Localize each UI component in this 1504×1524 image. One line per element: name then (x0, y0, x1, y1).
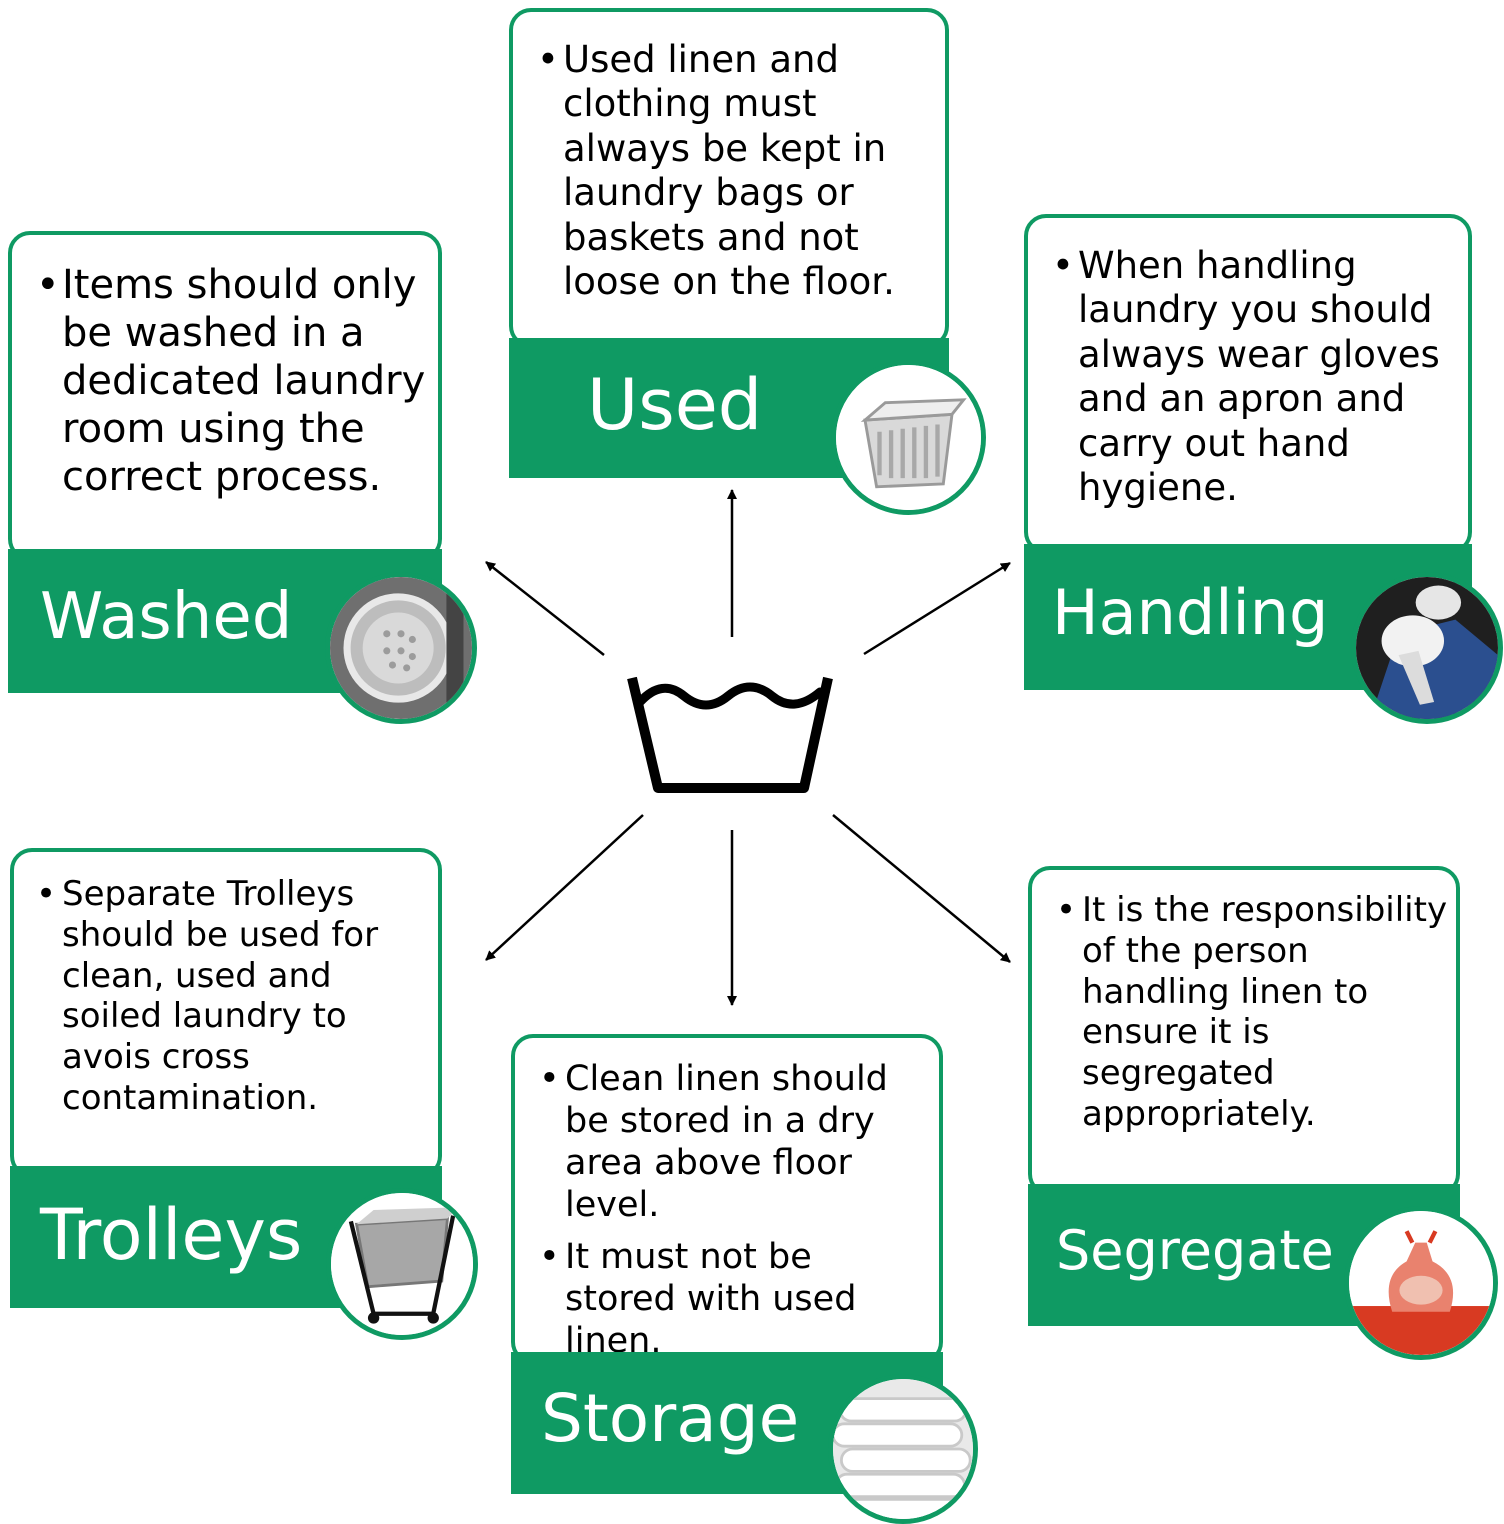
arrow-to-segregate (832, 814, 1011, 963)
card-handling-bullet: When handling laundry you should always … (1042, 244, 1458, 510)
folded-towels-icon (828, 1374, 978, 1524)
card-washed-title: Washed (40, 580, 293, 654)
card-storage-bullet-2: It must not be stored with used linen. (529, 1236, 931, 1362)
arrow-to-handling (863, 561, 1011, 656)
card-washed: Items should only be washed in a dedicat… (8, 231, 442, 693)
card-segregate-bullet: It is the responsibility of the person h… (1046, 890, 1448, 1135)
card-used-bullet: Used linen and clothing must always be k… (527, 38, 931, 304)
laundry-basket-icon (831, 360, 986, 515)
card-storage-bullet-1: Clean linen should be stored in a dry ar… (529, 1058, 931, 1226)
card-trolleys: Separate Trolleys should be used for cle… (10, 848, 442, 1308)
arrow-to-washed (485, 561, 605, 656)
laundry-trolley-icon (326, 1188, 478, 1340)
gloved-hands-laundry-icon (1351, 572, 1503, 724)
card-storage-title: Storage (541, 1380, 800, 1457)
card-used-title: Used (587, 364, 763, 446)
card-handling-text: When handling laundry you should always … (1024, 214, 1472, 554)
wash-basin-icon (627, 676, 833, 793)
red-laundry-bag-icon (1344, 1206, 1498, 1360)
card-segregate-text: It is the responsibility of the person h… (1028, 866, 1460, 1196)
washing-machine-drum-icon (325, 572, 477, 724)
card-handling-title: Handling (1052, 576, 1329, 649)
arrow-to-trolleys (485, 814, 644, 961)
card-trolleys-title: Trolleys (40, 1194, 303, 1276)
card-washed-bullet: Items should only be washed in a dedicat… (26, 261, 428, 501)
card-trolleys-text: Separate Trolleys should be used for cle… (10, 848, 442, 1178)
card-segregate-title: Segregate (1056, 1219, 1334, 1282)
card-used-text: Used linen and clothing must always be k… (509, 8, 949, 348)
card-storage: Clean linen should be stored in a dry ar… (511, 1034, 943, 1494)
card-used: Used linen and clothing must always be k… (509, 8, 949, 478)
card-trolleys-bullet: Separate Trolleys should be used for cle… (26, 874, 428, 1119)
card-storage-text: Clean linen should be stored in a dry ar… (511, 1034, 943, 1364)
card-washed-text: Items should only be washed in a dedicat… (8, 231, 442, 561)
